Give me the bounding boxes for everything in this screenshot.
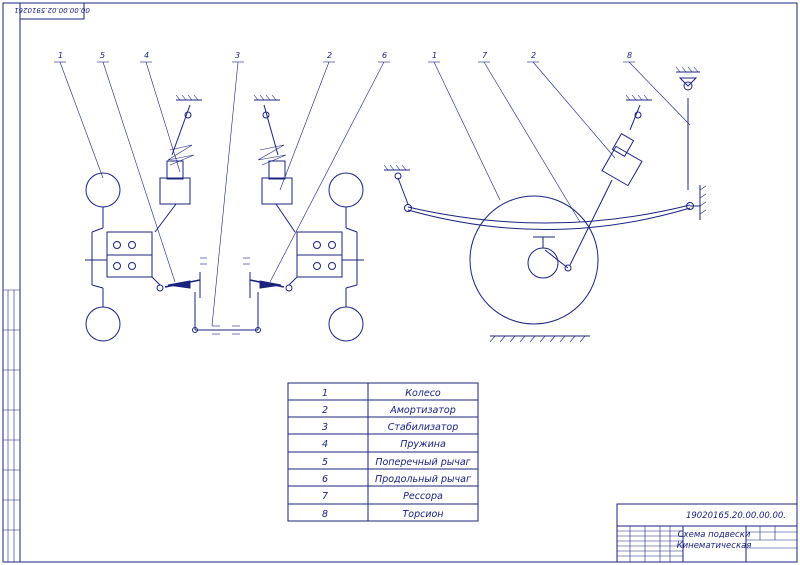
left-lower-wheel [85,306,121,342]
right-lower-wheel [328,306,364,342]
label-1-left: 1 [58,51,63,60]
legend-num: 5 [322,457,328,468]
legend-name: Амортизатор [389,405,455,416]
legend-name: Рессора [403,491,443,502]
legend-name: Пружина [400,439,446,450]
title-block [616,503,798,563]
legend-name: Поперечный рычаг [375,457,471,468]
legend-num: 3 [322,422,328,433]
legend-num: 7 [322,491,328,502]
right-suspension-view [383,61,707,343]
rear-shock-body [601,145,643,187]
left-spring [167,144,195,166]
label-2-right: 2 [531,51,536,60]
legend-rows: 1 Колесо 2 Амортизатор 3 Стабилизатор 4 … [322,388,472,520]
rotated-code: 00.00.00.02.5910261 [14,6,90,14]
left-shock-body [159,177,191,205]
label-5: 5 [100,51,105,60]
right-shock-body [261,177,293,205]
legend-name: Продольный рычаг [375,474,472,485]
legend-num: 6 [322,474,328,485]
title-line1: Схема подвески [678,530,751,540]
doc-number: 19020165.20.00.00.00. [686,511,786,521]
code-box [19,2,85,20]
legend-num: 4 [322,439,328,450]
inner-frame [19,2,798,563]
legend-num: 8 [322,509,328,520]
label-1-right: 1 [432,51,437,60]
label-7: 7 [482,51,488,60]
label-8: 8 [627,51,632,60]
label-6: 6 [382,51,387,60]
right-spring [257,144,287,166]
legend-name: Торсион [402,509,443,520]
legend-name: Колесо [405,388,441,399]
title-line2: Кинематическая [677,541,752,551]
left-upper-wheel [85,172,121,208]
legend-name: Стабилизатор [388,422,459,433]
legend-table [287,382,479,522]
binding-strips [3,289,20,562]
left-suspension-view [54,61,390,342]
rear-wheel [469,195,599,325]
label-4: 4 [144,51,149,60]
rear-axle [527,247,559,279]
right-upper-wheel [328,172,364,208]
legend-num: 2 [322,405,328,416]
legend-num: 1 [322,388,328,399]
label-3: 3 [235,51,240,60]
leaf-spring [407,204,691,224]
label-2-left: 2 [327,51,332,60]
